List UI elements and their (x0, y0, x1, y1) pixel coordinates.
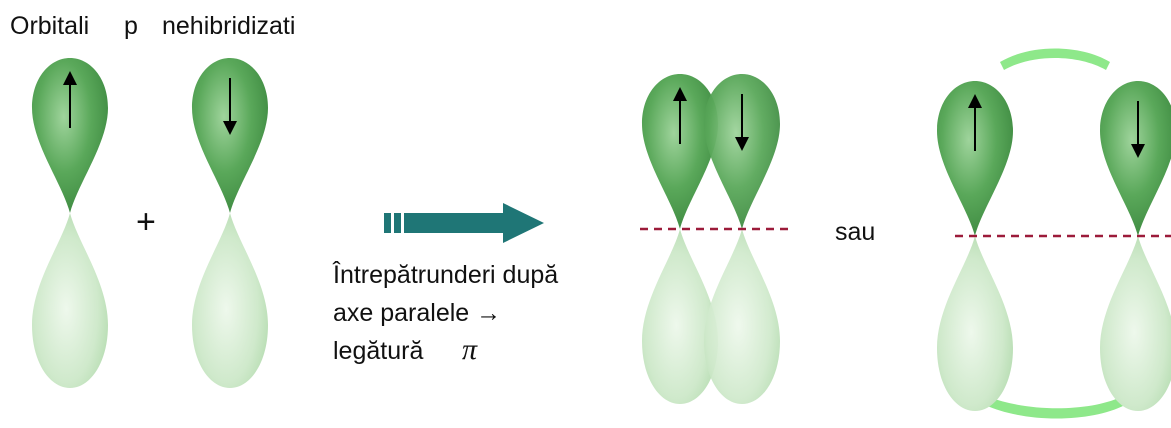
lower-lobe (32, 213, 108, 388)
title-nehibridizati: nehibridizati (162, 12, 295, 40)
title-p: p (124, 12, 138, 40)
pi-overlap-band-bottom (985, 397, 1125, 419)
plus-sign: + (136, 203, 156, 241)
caption-line-1: Întrepătrunderi după (332, 260, 558, 289)
overlap-orbital-right (704, 74, 780, 404)
title-orbitali: Orbitali (10, 12, 89, 40)
reaction-arrow-icon (384, 203, 544, 243)
lower-lobe (642, 229, 718, 404)
separated-orbital-left (937, 81, 1013, 411)
separated-orbital-right (1100, 81, 1171, 411)
pi-bond-representation (937, 49, 1171, 419)
p-orbital-left (32, 58, 108, 388)
pi-symbol: π (462, 333, 478, 366)
lower-lobe (937, 236, 1013, 411)
lower-lobe (1100, 236, 1171, 411)
lower-lobe (192, 213, 268, 388)
or-label: sau (835, 218, 875, 246)
caption-line-3: legătură (333, 337, 423, 365)
p-orbital-right (192, 58, 268, 388)
upper-lobe (1100, 81, 1171, 236)
caption-line-2: axe paralele → (333, 299, 501, 327)
overlapping-orbitals (640, 74, 790, 404)
pi-overlap-band-top (1000, 49, 1110, 71)
lower-lobe (704, 229, 780, 404)
